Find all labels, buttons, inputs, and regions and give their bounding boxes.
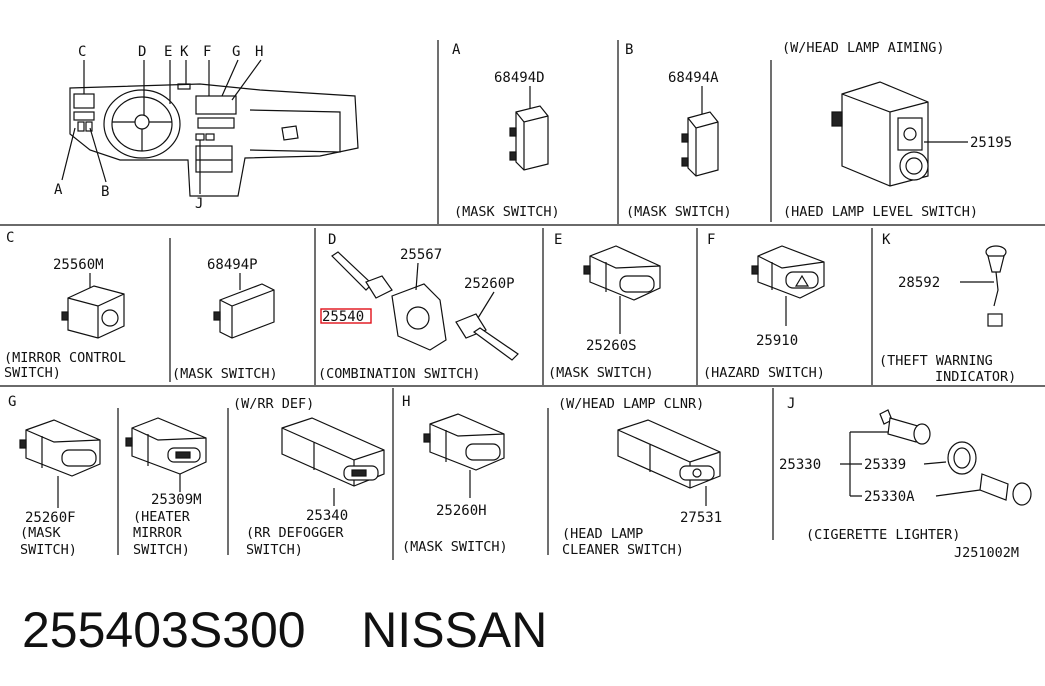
part-footer: 255403S300 NISSAN [22,598,547,662]
part-number-25260f[interactable]: 25260F [25,510,76,526]
section-letter-g: G [8,394,16,410]
part-number-68494d[interactable]: 68494D [494,70,545,86]
section-letter-j: J [787,396,795,412]
caption-theft-warning-line1: (THEFT WARNING [879,353,993,369]
callout-b: B [101,184,109,200]
part-number-25195[interactable]: 25195 [970,135,1012,151]
caption-heater-mirror-line3: SWITCH) [133,542,190,558]
caption-mirror-control-line2: SWITCH) [4,365,61,381]
footer-part-number: 255403S300 [22,602,306,658]
caption-heater-mirror-line1: (HEATER [133,509,191,525]
callout-e: E [164,44,172,60]
part-number-68494a[interactable]: 68494A [668,70,719,86]
part-number-28592[interactable]: 28592 [898,275,940,291]
part-number-68494p[interactable]: 68494P [207,257,258,273]
caption-theft-warning-line2: INDICATOR) [935,369,1016,385]
section-letter-h: H [402,394,410,410]
part-number-25540[interactable]: 25540 [322,309,364,325]
callout-d: D [138,44,146,60]
panel-b: B 68494A (MASK SWITCH) [625,42,732,220]
caption-mask-switch-g-line2: SWITCH) [20,542,77,558]
caption-mask-switch-a: (MASK SWITCH) [454,204,560,220]
part-number-25910[interactable]: 25910 [756,333,798,349]
diagram-code: J251002M [954,545,1019,561]
part-number-25330a[interactable]: 25330A [864,489,915,505]
panel-e-mask: E 25260S (MASK SWITCH) [548,232,661,381]
panel-g-rr-defogger: (W/RR DEF) 25340 (RR DEFOGGER SWITCH) [233,396,385,558]
caption-hazard-switch: (HAZARD SWITCH) [703,365,825,381]
caption-mask-switch-e: (MASK SWITCH) [548,365,654,381]
panel-head-lamp-aiming: (W/HEAD LAMP AIMING) 25195 (HAED LAMP LE… [782,40,1012,220]
footer-brand: NISSAN [361,602,548,658]
section-letter-c: C [6,230,14,246]
callout-g: G [232,44,240,60]
caption-head-lamp-cleaner-line2: CLEANER SWITCH) [562,542,684,558]
note-head-lamp-clnr: (W/HEAD LAMP CLNR) [558,396,704,412]
caption-rr-defogger-line1: (RR DEFOGGER [246,525,344,541]
panel-a: A 68494D (MASK SWITCH) [452,42,560,220]
part-number-27531[interactable]: 27531 [680,510,722,526]
callout-a: A [54,182,63,198]
part-number-25330[interactable]: 25330 [779,457,821,473]
caption-cigerette-lighter: (CIGERETTE LIGHTER) [806,527,960,543]
caption-rr-defogger-line2: SWITCH) [246,542,303,558]
panel-c-mask: 68494P (MASK SWITCH) [172,257,278,382]
panel-grid [0,40,1045,560]
section-letter-d: D [328,232,336,248]
part-number-25339[interactable]: 25339 [864,457,906,473]
section-letter-e: E [554,232,562,248]
panel-j-lighter: J 25330 25339 25330A (CIGERETTE LIGHTER)… [779,396,1032,561]
callout-c: C [78,44,86,60]
section-letter-k: K [882,232,891,248]
note-head-lamp-aiming: (W/HEAD LAMP AIMING) [782,40,945,56]
section-letter-b: B [625,42,633,58]
part-number-25340[interactable]: 25340 [306,508,348,524]
panel-h-head-lamp-cleaner: (W/HEAD LAMP CLNR) 27531 (HEAD LAMP CLEA… [558,396,722,558]
caption-mirror-control-line1: (MIRROR CONTROL [4,350,126,366]
caption-mask-switch-h: (MASK SWITCH) [402,539,508,555]
caption-head-lamp-level-switch: (HAED LAMP LEVEL SWITCH) [783,204,978,220]
caption-head-lamp-cleaner-line1: (HEAD LAMP [562,526,643,542]
callout-f: F [203,44,211,60]
caption-mask-switch-c: (MASK SWITCH) [172,366,278,382]
part-number-25260p[interactable]: 25260P [464,276,515,292]
part-number-25567[interactable]: 25567 [400,247,442,263]
section-letter-a: A [452,42,461,58]
highlight-part-25540 [320,308,372,324]
panel-g-heater-mirror: 25309M (HEATER MIRROR SWITCH) [125,417,207,558]
panel-g-mask: G 25260F (MASK SWITCH) [8,394,101,558]
part-number-25260h[interactable]: 25260H [436,503,487,519]
section-letter-f: F [707,232,715,248]
part-number-25260s[interactable]: 25260S [586,338,637,354]
callout-h: H [255,44,263,60]
caption-combination-switch: (COMBINATION SWITCH) [318,366,481,382]
panel-d-combination: D 25567 25260P 25540 (COMBINATION SWITCH… [318,232,519,382]
caption-mask-switch-g-line1: (MASK [20,525,62,541]
panel-c-mirror: C 25560M (MIRROR CONTROL SWITCH) [4,230,126,381]
callout-k: K [180,44,189,60]
panel-f-hazard: F 25910 (HAZARD SWITCH) [703,232,825,381]
dashboard-overview: C D E K F G H A B J [54,44,359,212]
callout-j: J [195,196,203,212]
part-number-25309m[interactable]: 25309M [151,492,202,508]
part-number-25560m[interactable]: 25560M [53,257,104,273]
caption-heater-mirror-line2: MIRROR [133,525,183,541]
note-rr-def: (W/RR DEF) [233,396,314,412]
panel-h-mask: H 25260H (MASK SWITCH) [402,394,508,555]
panel-k-theft: K 28592 (THEFT WARNING INDICATOR) [879,232,1016,385]
caption-mask-switch-b: (MASK SWITCH) [626,204,732,220]
